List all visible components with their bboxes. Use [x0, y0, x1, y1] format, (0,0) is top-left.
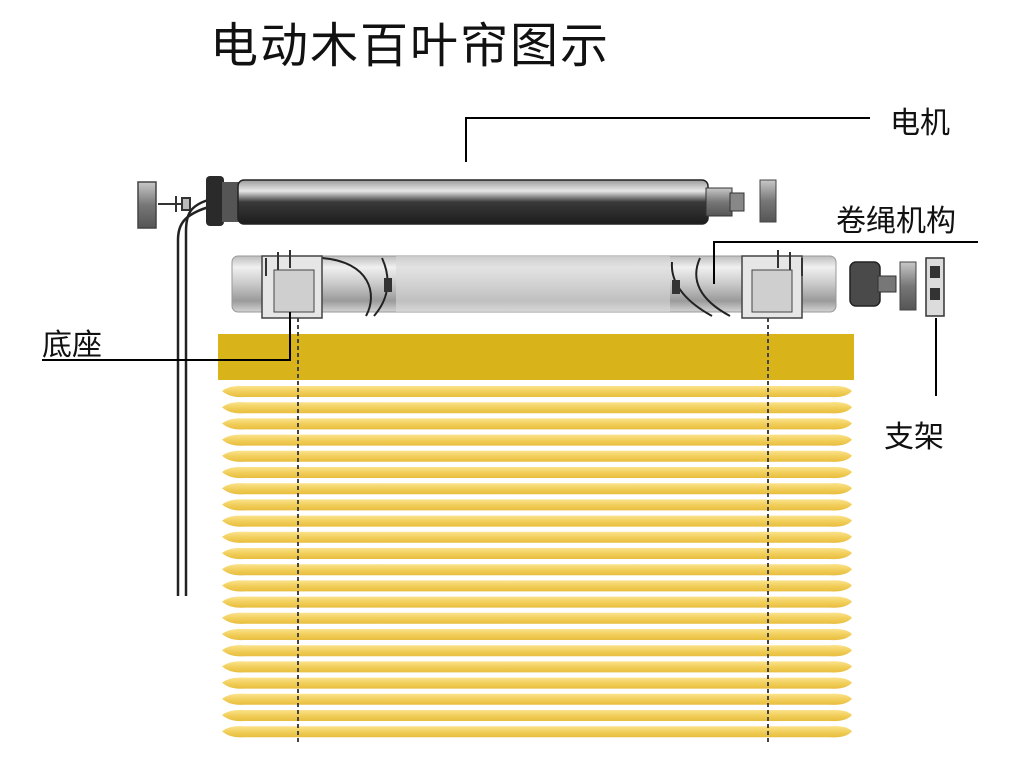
- label-base: 底座: [42, 328, 102, 363]
- slat: [222, 450, 852, 462]
- slat: [222, 483, 852, 495]
- label-reel-mechanism: 卷绳机构: [836, 204, 956, 239]
- slat: [222, 661, 852, 673]
- slat: [222, 612, 852, 624]
- end-block: [899, 261, 917, 311]
- slat: [222, 580, 852, 592]
- headrail: [218, 334, 854, 380]
- power-cable: [184, 198, 209, 596]
- support-bracket: [925, 257, 945, 317]
- slat: [222, 499, 852, 511]
- leader-line-motor: [465, 117, 870, 162]
- slat: [222, 466, 852, 479]
- drive-adapter: [849, 261, 897, 307]
- slat: [222, 547, 852, 560]
- diagram-title: 电动木百叶帘图示: [210, 18, 611, 74]
- slat: [222, 596, 852, 608]
- slat: [222, 434, 852, 446]
- right-end-cap: [759, 179, 777, 223]
- power-cable-2: [176, 204, 213, 596]
- reel-mechanism-right: [670, 250, 803, 319]
- slat: [222, 726, 852, 738]
- label-bracket: 支架: [884, 420, 944, 455]
- reel-mechanism-left: [261, 250, 392, 319]
- slat: [222, 418, 852, 430]
- slat: [222, 709, 852, 722]
- left-end-bracket: [137, 181, 157, 229]
- mounting-screw-icon: [158, 196, 191, 212]
- motor-unit: [206, 176, 745, 226]
- slat: [222, 645, 852, 657]
- slat: [222, 677, 852, 689]
- slat: [222, 531, 852, 543]
- leader-line-base: [42, 312, 291, 361]
- slat: [222, 402, 852, 414]
- label-motor: 电机: [890, 106, 950, 141]
- slats: [222, 385, 852, 738]
- slat: [222, 385, 852, 398]
- slat: [222, 564, 852, 576]
- slat: [222, 693, 852, 705]
- slat: [222, 628, 852, 641]
- slat: [222, 515, 852, 527]
- leader-line-reel: [713, 241, 978, 284]
